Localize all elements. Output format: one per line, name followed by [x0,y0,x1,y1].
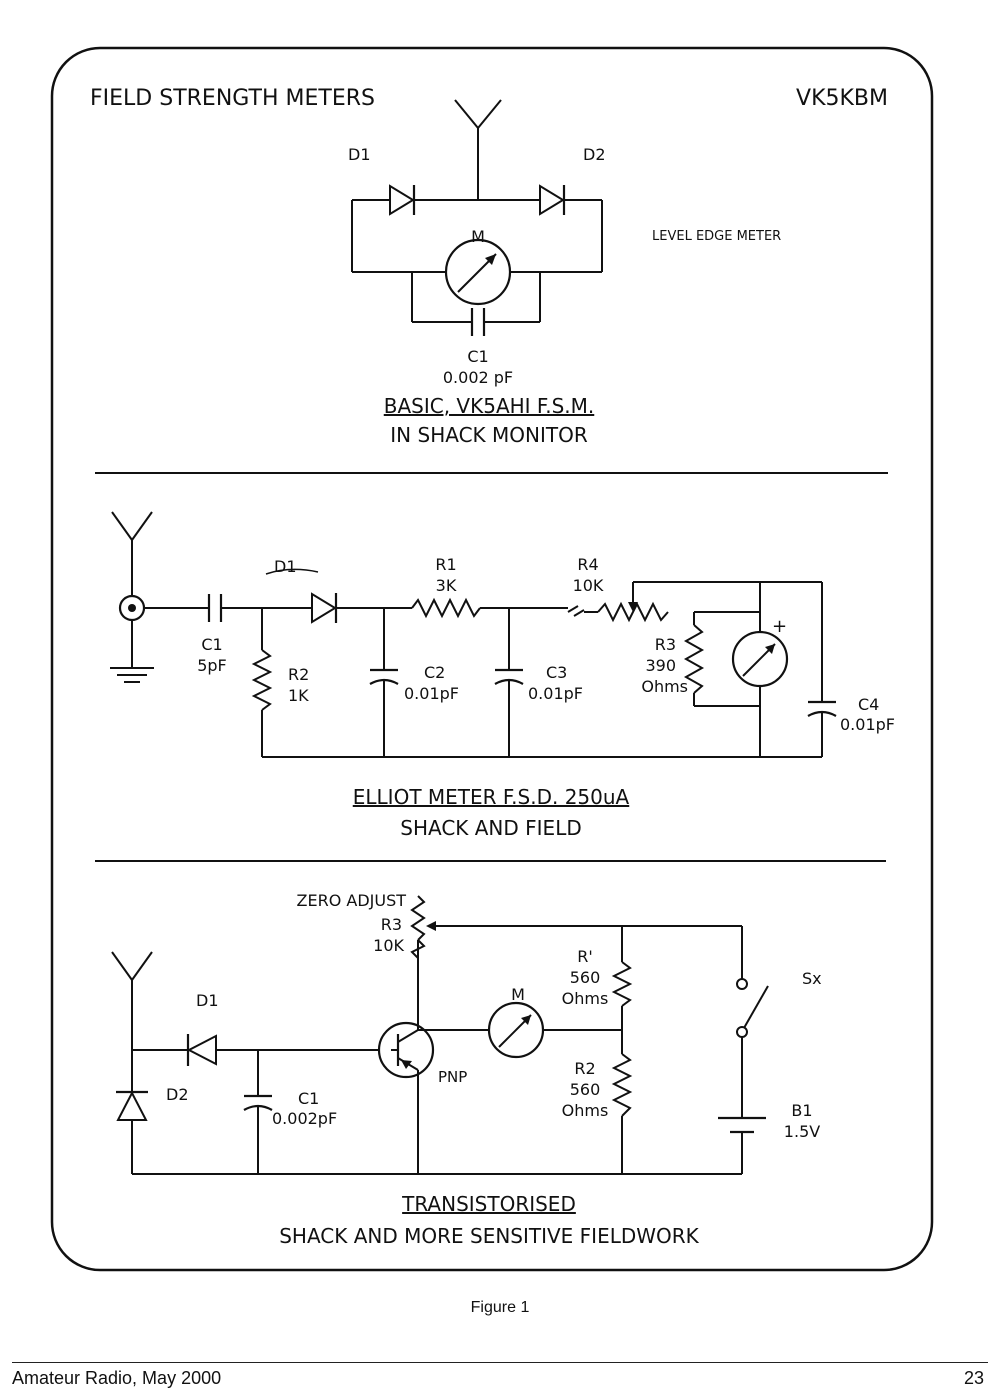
label-r3-value: 10K [373,936,404,955]
label-c1: C1 [298,1089,319,1108]
ground-icon [110,620,154,683]
caption-circuit1-title: BASIC, VK5AHI F.S.M. [384,394,595,418]
circuit-basic-fsm: D1 D2 M LEVEL EDGE METER C1 0.002 pF BAS… [348,99,781,447]
label-d2: D2 [166,1085,189,1104]
label-r1-value: 3K [436,576,457,595]
label-r4-value: 10K [573,576,604,595]
label-meter-plus: + [772,616,787,637]
antenna-icon [111,511,153,598]
antenna-icon [454,99,502,200]
label-c1-value: 5pF [197,656,227,675]
label-r1-value: 560 [570,968,601,987]
label-d1: D1 [196,991,219,1010]
label-c4: C4 [858,695,879,714]
meter-icon [731,630,789,688]
caption-circuit3-title: TRANSISTORISED [401,1192,576,1216]
switch-sx-icon [736,978,769,1038]
label-pnp: PNP [438,1068,467,1086]
caption-circuit2-subtitle: SHACK AND FIELD [400,816,581,840]
battery-b1-icon [718,1116,766,1134]
resistor-r2-icon [251,649,273,711]
coax-connector-icon [118,594,146,622]
frame-border [50,46,934,1272]
footer-page-number: 23 [963,1368,984,1388]
label-r3: R3 [655,635,676,654]
label-sx: Sx [802,969,822,988]
antenna-icon [111,951,153,1092]
label-r3-value: 390 [645,656,676,675]
label-r4: R4 [577,555,598,574]
label-d1: D1 [274,557,297,576]
label-c3: C3 [546,663,567,682]
label-meter: M [471,227,485,246]
potentiometer-r3-icon [410,895,436,959]
meter-icon [487,1001,545,1059]
label-r3: R3 [381,915,402,934]
caption-circuit3-subtitle: SHACK AND MORE SENSITIVE FIELDWORK [279,1224,699,1248]
label-c1: C1 [201,635,222,654]
caption-circuit1-subtitle: IN SHACK MONITOR [390,423,588,447]
label-c1-value: 0.002pF [272,1109,337,1128]
circuit-transistorised: ZERO ADJUST R3 10K R' 560 Ohms M Sx D1 D… [111,891,822,1248]
resistor-r2-icon [611,1053,633,1117]
label-r2: R2 [288,665,309,684]
transistor-pnp-icon [377,1021,435,1079]
label-c2: C2 [424,663,445,682]
label-c4-value: 0.01pF [840,715,895,734]
figure-caption: Figure 1 [470,1299,530,1316]
schematic-diagram: FIELD STRENGTH METERS VK5KBM [50,46,934,1272]
footer-divider [12,1362,988,1363]
label-level-edge-meter: LEVEL EDGE METER [652,229,781,244]
author-callsign: VK5KBM [796,86,888,111]
diode-d2-icon [116,1090,148,1121]
label-r2: R2 [574,1059,595,1078]
label-c1: C1 [467,347,488,366]
resistor-r3-icon [683,624,705,694]
diode-d1-icon [389,184,416,216]
capacitor-c1-icon [207,594,223,622]
label-r1: R1 [435,555,456,574]
label-c2-value: 0.01pF [404,684,459,703]
label-c1-value: 0.002 pF [443,368,513,387]
label-r2-value: 560 [570,1080,601,1099]
diode-d1-icon [186,1034,217,1066]
footer-publication: Amateur Radio, May 2000 [12,1368,222,1388]
page-heading: FIELD STRENGTH METERS [90,86,375,111]
label-d1: D1 [348,145,371,164]
resistor-r1-icon [411,597,481,619]
diode-d1-icon [311,592,338,624]
potentiometer-r4-icon [567,582,669,623]
label-b1: B1 [791,1101,812,1120]
label-r1-unit: Ohms [562,989,609,1008]
label-c3-value: 0.01pF [528,684,583,703]
caption-circuit2-title: ELLIOT METER F.S.D. 250uA [353,785,630,809]
label-r2-unit: Ohms [562,1101,609,1120]
label-r1: R' [577,947,593,966]
diode-d2-icon [539,184,566,216]
label-r3-unit: Ohms [641,677,688,696]
label-r2-value: 1K [288,686,309,705]
resistor-r1-icon [611,961,633,1007]
label-d2: D2 [583,145,606,164]
capacitor-c1-icon [470,308,486,336]
circuit-elliot-meter: D1 R1 3K R4 10K C1 5pF R2 1K C2 0.01pF C… [110,511,895,840]
label-zero-adjust: ZERO ADJUST [297,891,407,910]
label-b1-value: 1.5V [784,1122,820,1141]
label-meter: M [511,985,525,1004]
meter-icon [444,238,512,306]
